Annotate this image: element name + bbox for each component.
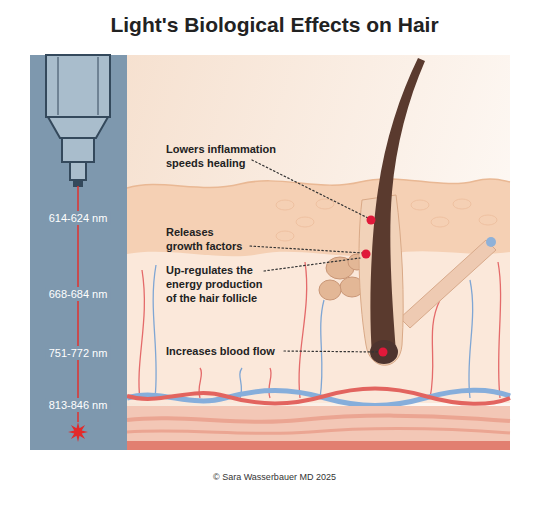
wavelength-label: 668-684 nm [46,287,111,301]
skin-cell [431,217,449,227]
skin-cell [316,199,334,209]
device-neck [48,117,108,138]
nerve-end [486,237,496,247]
artery-branch [498,262,501,398]
arrector-pili-muscle [400,240,496,328]
leader-line [264,258,360,271]
effect-label: Up-regulates the energy production of th… [166,263,270,305]
target-dot [367,216,376,225]
vein-branch [469,280,473,398]
artery-branch [430,300,440,398]
target-dot [362,250,371,259]
wavelength-label: 751-772 nm [46,346,111,360]
skin-cell [479,215,497,225]
effect-label: Increases blood flow [166,344,316,358]
vein-branch [153,265,156,398]
target-dot [379,348,388,357]
device-nozzle [70,162,86,180]
device-body [46,55,110,117]
leader-line [284,351,380,352]
hair-shaft [370,58,425,355]
gland-lobe [319,280,341,300]
skin-cell [453,199,471,209]
skin-cell [276,200,294,210]
skin-surface [127,179,510,188]
light-burst [68,422,88,442]
target-dots [362,216,388,357]
effect-label: Releases growth factors [166,225,248,253]
artery-branch [269,368,271,398]
device-head [62,138,94,162]
caption: © Sara Wasserbauer MD 2025 [0,471,549,483]
skin-background [127,55,510,450]
device-tip [74,180,82,186]
wavelength-label: 614-624 nm [46,211,111,225]
light-panel [30,55,127,450]
dermis-layer [127,245,510,403]
artery-branch [299,262,307,398]
subcutaneous-layer [127,406,510,450]
artery [127,389,510,404]
muscle-layer [127,441,510,450]
vein-branch [320,300,324,398]
heading: Light's Biological Effects on Hair [0,12,549,38]
leader-line [252,160,368,218]
laser-device [46,55,110,186]
epidermis-layer [127,179,510,256]
effect-label: Lowers inflammation speeds healing [166,142,288,170]
device-line [58,57,59,115]
tissue-stripe [127,428,510,433]
skin-cell [276,231,294,241]
skin-cell [411,200,429,210]
skin-cell [296,217,314,227]
leader-line [250,246,363,253]
artery-branch [139,270,144,400]
tissue-stripe [127,416,510,422]
hair-bulb [370,340,398,364]
wavelength-label: 813-846 nm [46,398,111,412]
leader-lines [250,160,380,352]
device-line [98,57,99,115]
